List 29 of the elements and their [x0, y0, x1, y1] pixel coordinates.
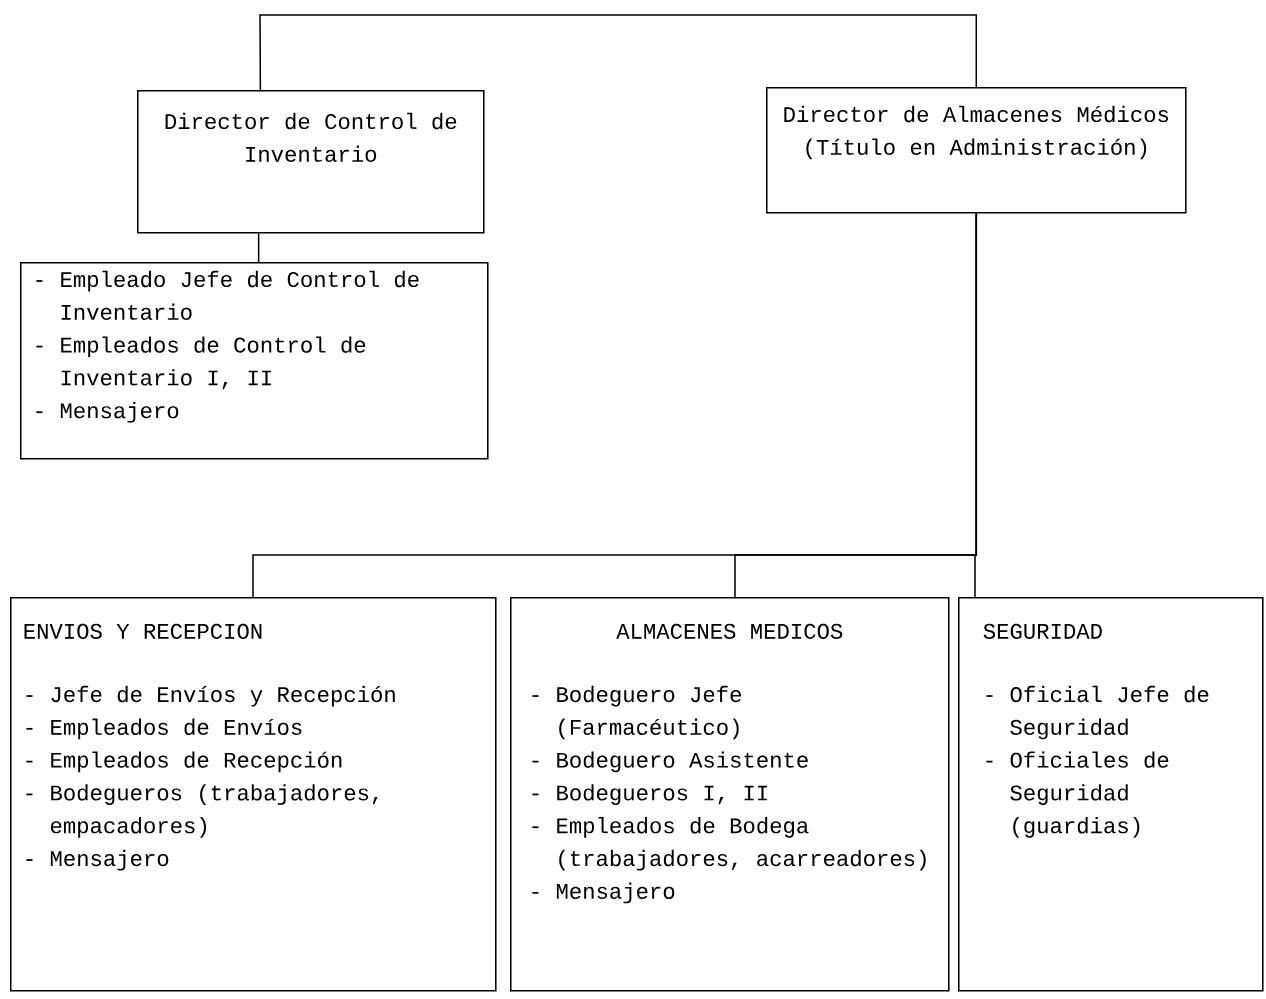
org-box [10, 597, 497, 992]
connector-line [257, 232, 260, 263]
list-item: - Bodeguero Asistente [532, 751, 808, 773]
connector-line [259, 14, 978, 91]
org-box [510, 597, 950, 992]
list-item: - Mensajero [532, 882, 675, 904]
connector-line [974, 212, 978, 598]
box-title: Director de Control de Inventario [165, 112, 457, 162]
box-heading: SEGURIDAD [983, 623, 1102, 639]
list-item: - Bodeguero Jefe (Farmacéutico) [532, 685, 741, 740]
list-item: - Empleados de Control de Inventario I, II [36, 336, 366, 390]
org-box [766, 87, 1187, 214]
list-item: - Jefe de Envíos y Recepción [26, 685, 395, 707]
list-item: - Empleados de Recepción [26, 751, 342, 773]
org-box [137, 90, 485, 234]
list-item: - Mensajero [36, 402, 179, 423]
list-item: - Bodegueros I, II [532, 784, 767, 805]
box-heading: ENVIOS Y RECEPCION [24, 623, 262, 639]
list-item: - Oficial Jefe de Seguridad [986, 685, 1209, 740]
list-item: - Empleados de Bodega (trabajadores, acarreadores) [532, 817, 926, 871]
list-item: - Oficiales de Seguridad (guardias) [986, 751, 1169, 838]
box-heading: ALMACENES MEDICOS [616, 623, 843, 639]
list-item: - Bodegueros (trabajadores, empacadores) [26, 784, 378, 838]
list-item: - Empleados de Envíos [26, 718, 302, 740]
list-item: - Empleado Jefe de Control de Inventario [36, 270, 419, 320]
org-box [958, 597, 1264, 992]
list-item: - Mensajero [26, 849, 169, 871]
box-title: Director de Almacenes Médicos (Título en Administración) [784, 105, 1169, 160]
org-box [20, 262, 489, 460]
